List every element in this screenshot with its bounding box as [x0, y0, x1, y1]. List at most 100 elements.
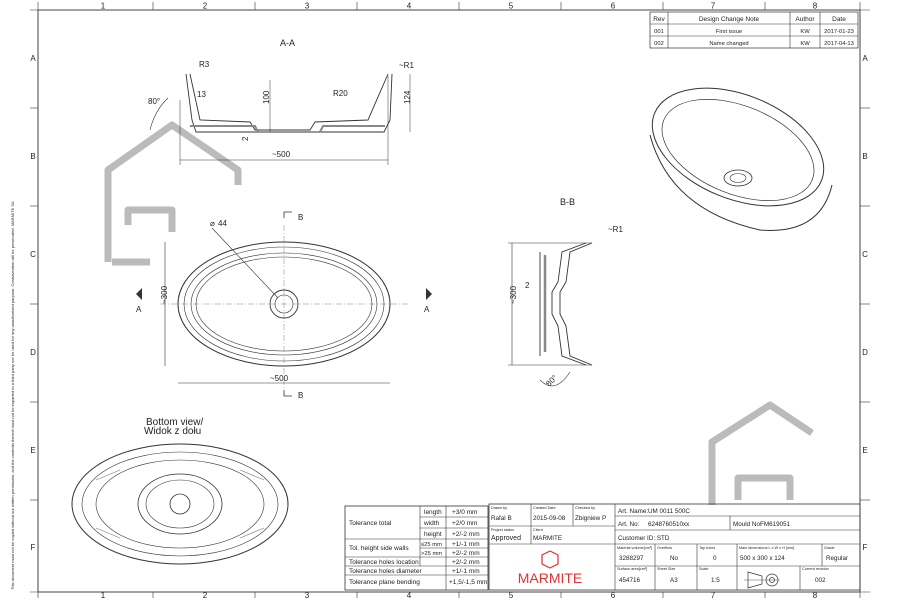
top-view-cut-b-top: B	[298, 213, 303, 222]
client-label: Client	[533, 528, 544, 532]
art-no-label: Art. No:	[618, 521, 640, 528]
row-label-f-right: F	[863, 543, 868, 552]
overflow-label: Overflow	[657, 546, 672, 550]
marmite-logo: MARMITE	[518, 550, 583, 586]
rev-row-1-rev: 001	[654, 29, 664, 35]
col-label-6: 6	[611, 2, 616, 11]
col-label-8: 8	[813, 2, 818, 11]
tol-width-value: +2/0 mm	[452, 520, 477, 527]
rev-row-2-note: Name changed	[709, 41, 748, 47]
section-bb-width: ~300	[509, 285, 518, 304]
isometric-view	[649, 87, 833, 231]
checked-label: Checked by	[575, 506, 595, 510]
row-label-e: E	[30, 446, 35, 455]
section-bb: B-B ~R1 2 ~300 80°	[508, 197, 623, 388]
top-view-drain: 44	[218, 219, 227, 228]
tol-plane-bending-label: Tolerance plane bending	[349, 579, 420, 586]
tolerance-table: Tolerance total length +3/0 mm width +2/…	[344, 505, 489, 591]
rev-row-2-rev: 002	[654, 41, 664, 47]
section-aa-length: ~500	[272, 150, 291, 159]
col-label-2: 2	[203, 2, 208, 11]
drawn-by-label: Drawn by	[491, 506, 507, 510]
client-value: MARMITE	[533, 535, 562, 542]
col-label-6-bottom: 6	[611, 591, 616, 600]
tol-height-value: +2/-2 mm	[452, 531, 480, 538]
customer-id: Customer ID: STD	[618, 535, 670, 542]
tol-walls-le25-label: ≤25 mm	[421, 542, 442, 548]
rev-row-2-date: 2017-04-13	[824, 41, 854, 47]
sheet-value: A3	[670, 577, 678, 584]
top-view-cut-a-left: A	[136, 305, 142, 314]
tol-length-label: length	[424, 509, 442, 516]
row-label-f: F	[31, 543, 36, 552]
scale-value: 1:5	[711, 577, 720, 584]
rev-row-1-note: First issue	[716, 29, 742, 35]
mould-value: FM619051	[760, 521, 791, 528]
created-value: 2015-09-08	[533, 515, 566, 522]
title-block: Drawn by Created Date Checked by Project…	[488, 503, 861, 591]
tapholes-value: 0	[713, 555, 717, 562]
section-aa-angle: 80°	[148, 97, 160, 106]
tol-holes-diameter-label: Tolerance holes diameter	[349, 568, 422, 575]
grade-label: Grade	[824, 546, 835, 550]
overflow-value: No	[670, 555, 679, 562]
col-label-5-bottom: 5	[509, 591, 514, 600]
row-label-c-right: C	[862, 250, 868, 259]
tol-holes-location-value: +2/-2 mm	[452, 559, 480, 566]
created-label: Created Date	[533, 506, 556, 510]
tol-walls-gt25-label: >25 mm	[421, 551, 442, 557]
tol-length-value: +3/0 mm	[452, 509, 477, 516]
rev-row-1-author: KW	[800, 29, 810, 35]
col-label-7-bottom: 7	[711, 591, 716, 600]
section-bb-wall: 2	[525, 281, 530, 290]
top-view-cut-b-bottom: B	[298, 391, 303, 400]
col-label-5: 5	[509, 2, 514, 11]
col-label-3: 3	[305, 2, 310, 11]
surface-area-value: 454716	[619, 577, 641, 584]
tol-height-label: height	[424, 531, 442, 538]
tol-walls-gt25-value: +2/-2 mm	[452, 550, 480, 557]
tapholes-label: Tap holes	[699, 546, 715, 550]
section-aa-wall: 13	[197, 90, 206, 99]
col-label-8-bottom: 8	[813, 591, 818, 600]
dimensions-label: Main dimensions L x W x H [mm]	[739, 546, 794, 550]
scale-label: Scale	[699, 567, 709, 571]
section-aa-height: 124	[403, 90, 412, 104]
revision-value: 002	[815, 577, 826, 584]
tol-holes-diameter-value: +1/-1 mm	[452, 568, 480, 575]
col-label-2-bottom: 2	[203, 591, 208, 600]
rev-row-2-author: KW	[800, 41, 810, 47]
row-label-a: A	[30, 54, 36, 63]
rev-header-rev: Rev	[653, 16, 665, 23]
copyright-note: This document must not be copied without…	[10, 201, 15, 590]
section-aa-r1: ~R1	[399, 61, 414, 70]
col-label-1-bottom: 1	[101, 591, 106, 600]
top-view-cut-a-right: A	[424, 305, 430, 314]
section-aa-r20: R20	[333, 89, 348, 98]
section-bb-r1: ~R1	[608, 225, 623, 234]
art-no-value: 6248760510xx	[648, 521, 690, 528]
col-label-4-bottom: 4	[407, 591, 412, 600]
tol-holes-location-label: Tolerance holes location	[349, 559, 419, 566]
art-name-value: UM 0011 500C	[648, 508, 690, 515]
material-volume-label: Material volume[cm³]	[617, 546, 652, 550]
art-name-label: Art. Name:	[618, 508, 648, 515]
tol-total-label: Tolerance total	[349, 520, 392, 527]
watermark-house-icon-2	[708, 401, 814, 505]
row-label-d-right: D	[862, 348, 868, 357]
top-view: ⌀ 44 B B A A ~300 ~500	[136, 211, 432, 400]
status-label: Project status	[491, 528, 514, 532]
tol-width-label: width	[423, 520, 440, 527]
row-label-b: B	[30, 152, 35, 161]
surface-area-label: Surface area[cm²]	[617, 567, 647, 571]
rev-row-1-date: 2017-01-23	[824, 29, 854, 35]
col-label-1: 1	[101, 2, 106, 11]
revision-label: Current revision	[802, 567, 829, 571]
row-label-e-right: E	[862, 446, 867, 455]
logo-text: MARMITE	[518, 570, 583, 586]
top-view-drain-icon: ⌀	[210, 219, 215, 228]
sheet-label: Sheet Size	[657, 567, 675, 571]
section-bb-angle: 80°	[544, 373, 559, 388]
section-bb-title: B-B	[560, 197, 575, 207]
